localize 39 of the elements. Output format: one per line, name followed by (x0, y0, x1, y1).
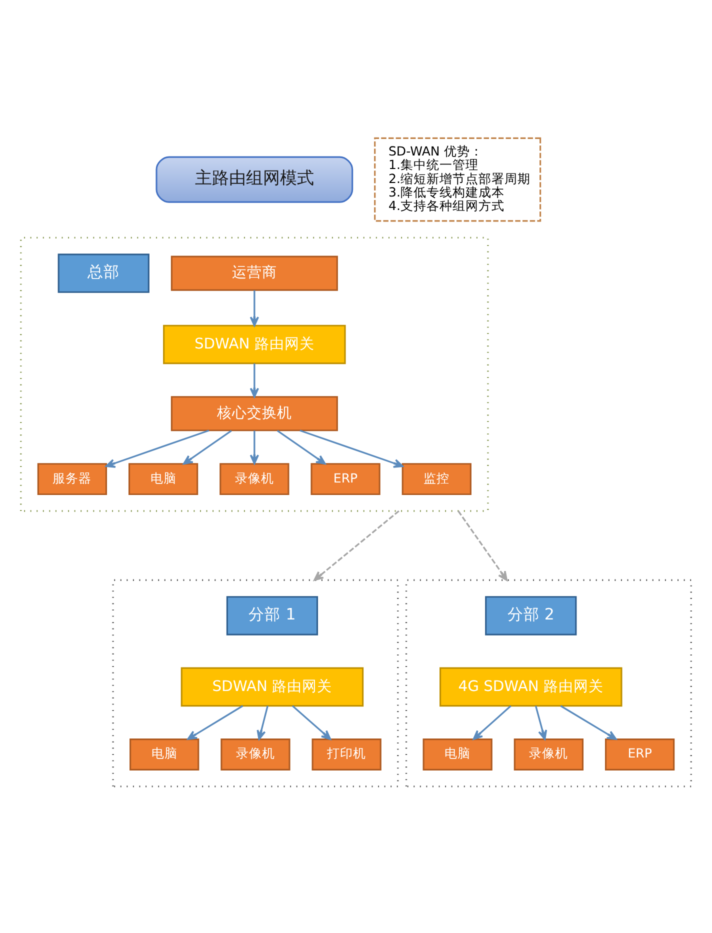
arrow (534, 706, 548, 740)
node-box: 分部 1 (226, 596, 318, 636)
arrow (250, 430, 260, 464)
node-box: 4G SDWAN 路由网关 (440, 667, 622, 707)
node-box: 服务器 (37, 463, 108, 496)
arrow (472, 705, 512, 740)
node-box: SDWAN 路由网关 (163, 324, 346, 364)
arrow (458, 510, 508, 581)
node-box: 分部 2 (485, 596, 577, 636)
arrow (300, 430, 404, 468)
arrow (314, 510, 400, 581)
node-box: 打印机 (312, 738, 382, 770)
node-box: 录像机 (220, 738, 290, 770)
arrow (250, 290, 260, 326)
node-box: 监控 (402, 463, 472, 496)
arrow (182, 430, 232, 465)
node-box: ERP (310, 463, 380, 496)
node-box: 运营商 (170, 256, 338, 291)
arrow (276, 430, 326, 465)
cluster (20, 236, 489, 512)
node-box: SD-WAN 优势： 1.集中统一管理 2.缩短新增节点部署周期 3.降低专线构建成本 4.支持各种组网方式 (374, 137, 542, 222)
arrow (250, 364, 260, 398)
arrow (560, 705, 617, 740)
arrow (105, 430, 210, 468)
arrow (187, 705, 244, 740)
node-box: 电脑 (422, 738, 492, 770)
cluster (405, 579, 692, 788)
node-box: 录像机 (514, 738, 584, 770)
node-box: 电脑 (130, 738, 200, 770)
node-box: 电脑 (128, 463, 198, 496)
arrow (256, 706, 268, 740)
node-box: 核心交换机 (170, 396, 338, 432)
cluster (112, 579, 399, 788)
node-box: ERP (604, 738, 675, 770)
node-box: 录像机 (220, 463, 290, 496)
node-box: 主路由组网模式 (156, 156, 354, 203)
arrow (292, 705, 332, 740)
node-box: 总部 (58, 254, 150, 293)
node-box: SDWAN 路由网关 (180, 667, 364, 707)
